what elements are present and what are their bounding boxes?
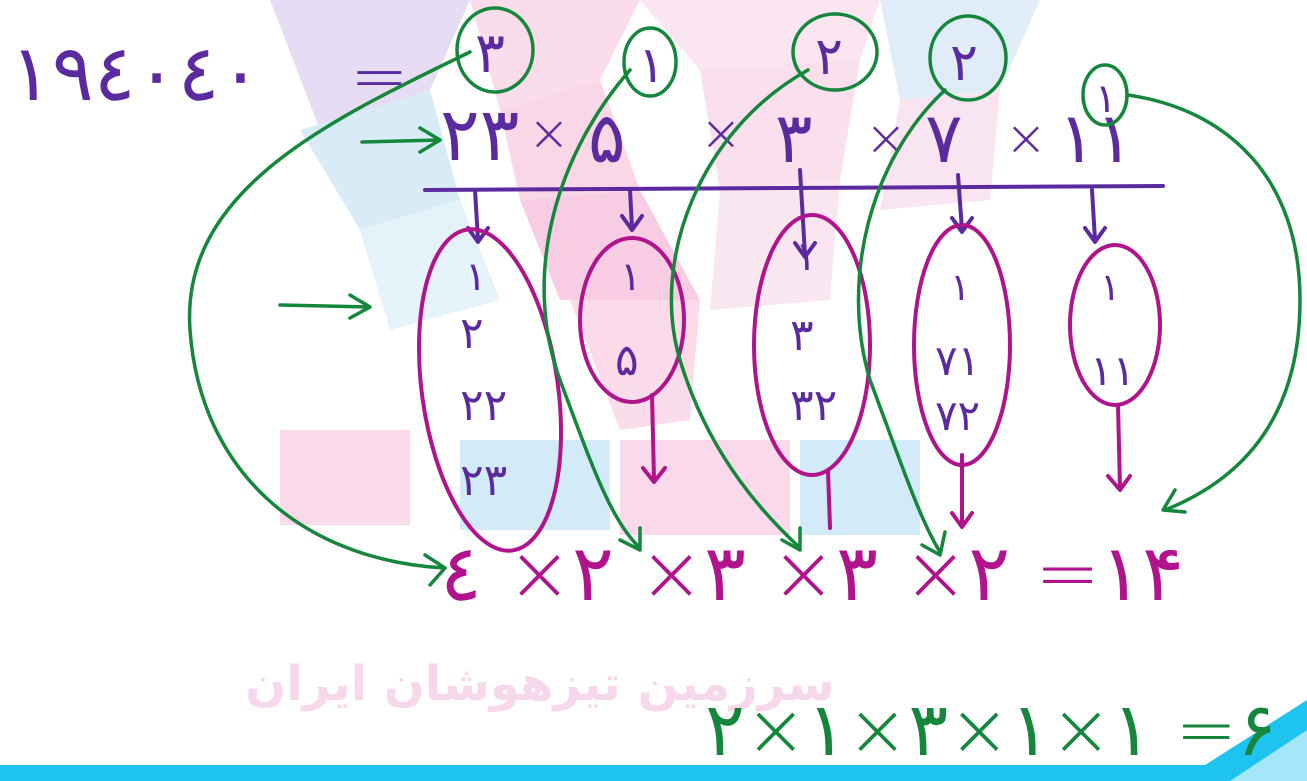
arrow-to-groups (278, 293, 372, 320)
divisor-group-1: ۱ ۲ ۲۲ ۲۳ (416, 227, 564, 553)
divisor-3-3: ۳۲ (790, 380, 837, 431)
arrow-to-factors (360, 126, 442, 154)
factor-5: ۱۱ (1058, 97, 1133, 179)
exponent-circle-1 (455, 6, 535, 94)
factor-3: ۳ (775, 97, 813, 179)
exponent-link-curves (187, 50, 1302, 587)
divisor-5-1: ۱ (1100, 265, 1120, 309)
divisor-1-3: ۲۲ (460, 380, 507, 431)
divisor-2-1: ۱ (620, 254, 641, 300)
factor-4: ۷ (925, 97, 963, 179)
factor-1: ۲۳ (440, 92, 520, 178)
watermark-brand: سرزمین تیزهوشان ایران (245, 430, 920, 712)
divisor-3-1: ۱ (795, 234, 816, 280)
divisor-group-4: ۱ ۷۱ ۷۲ (912, 223, 1012, 467)
count-product: ٤ ×۲ ×۳ ×۳ ×۲ =۱۴ (440, 529, 1184, 619)
final-product: ۲×۱×۳×۱×۱ =۶ (705, 687, 1277, 773)
exponent-circle-3 (791, 12, 879, 92)
times-1: × (528, 104, 570, 162)
divisor-4-2: ۷۱ (935, 336, 980, 385)
watermark-tagline: سرزمین تیزهوشان ایران (245, 656, 834, 712)
divisor-group-3: ۱ ۳ ۳۲ (752, 213, 872, 477)
divisor-1-4: ۲۳ (460, 455, 507, 506)
divisor-5-2: ۱۱ (1090, 346, 1135, 395)
exponent-circle-2 (622, 26, 678, 98)
divisor-2-2: ۵ (615, 335, 639, 386)
divider-line (423, 184, 1165, 192)
equals-sign-top: = (350, 35, 409, 117)
times-2: × (700, 104, 742, 162)
factor-down-arrows (466, 168, 1107, 259)
group-down-arrows (641, 393, 1132, 530)
exponent-1: ۳ (475, 21, 505, 86)
divisor-4-1: ۱ (950, 265, 970, 309)
result-number: ۱۹٤۰٤۰ (10, 29, 261, 119)
divisor-4-3: ۷۲ (935, 391, 980, 440)
divisor-1-1: ۱ (465, 254, 486, 300)
times-3: × (865, 109, 907, 167)
divisor-1-2: ۲ (460, 308, 484, 359)
exponent-3: ۲ (815, 27, 843, 87)
exponent-2: ۱ (638, 36, 665, 94)
times-4: × (1005, 109, 1047, 167)
exponent-circle-4 (928, 14, 1008, 102)
divisor-3-2: ۳ (790, 310, 814, 361)
divisor-group-2: ۱ ۵ (578, 236, 686, 404)
exponent-5: ۱ (1095, 76, 1116, 122)
exponent-4: ۲ (950, 33, 978, 93)
divisor-group-5: ۱ ۱۱ (1068, 243, 1162, 407)
bottom-bar (0, 700, 1307, 781)
factor-2: ۵ (588, 97, 626, 179)
